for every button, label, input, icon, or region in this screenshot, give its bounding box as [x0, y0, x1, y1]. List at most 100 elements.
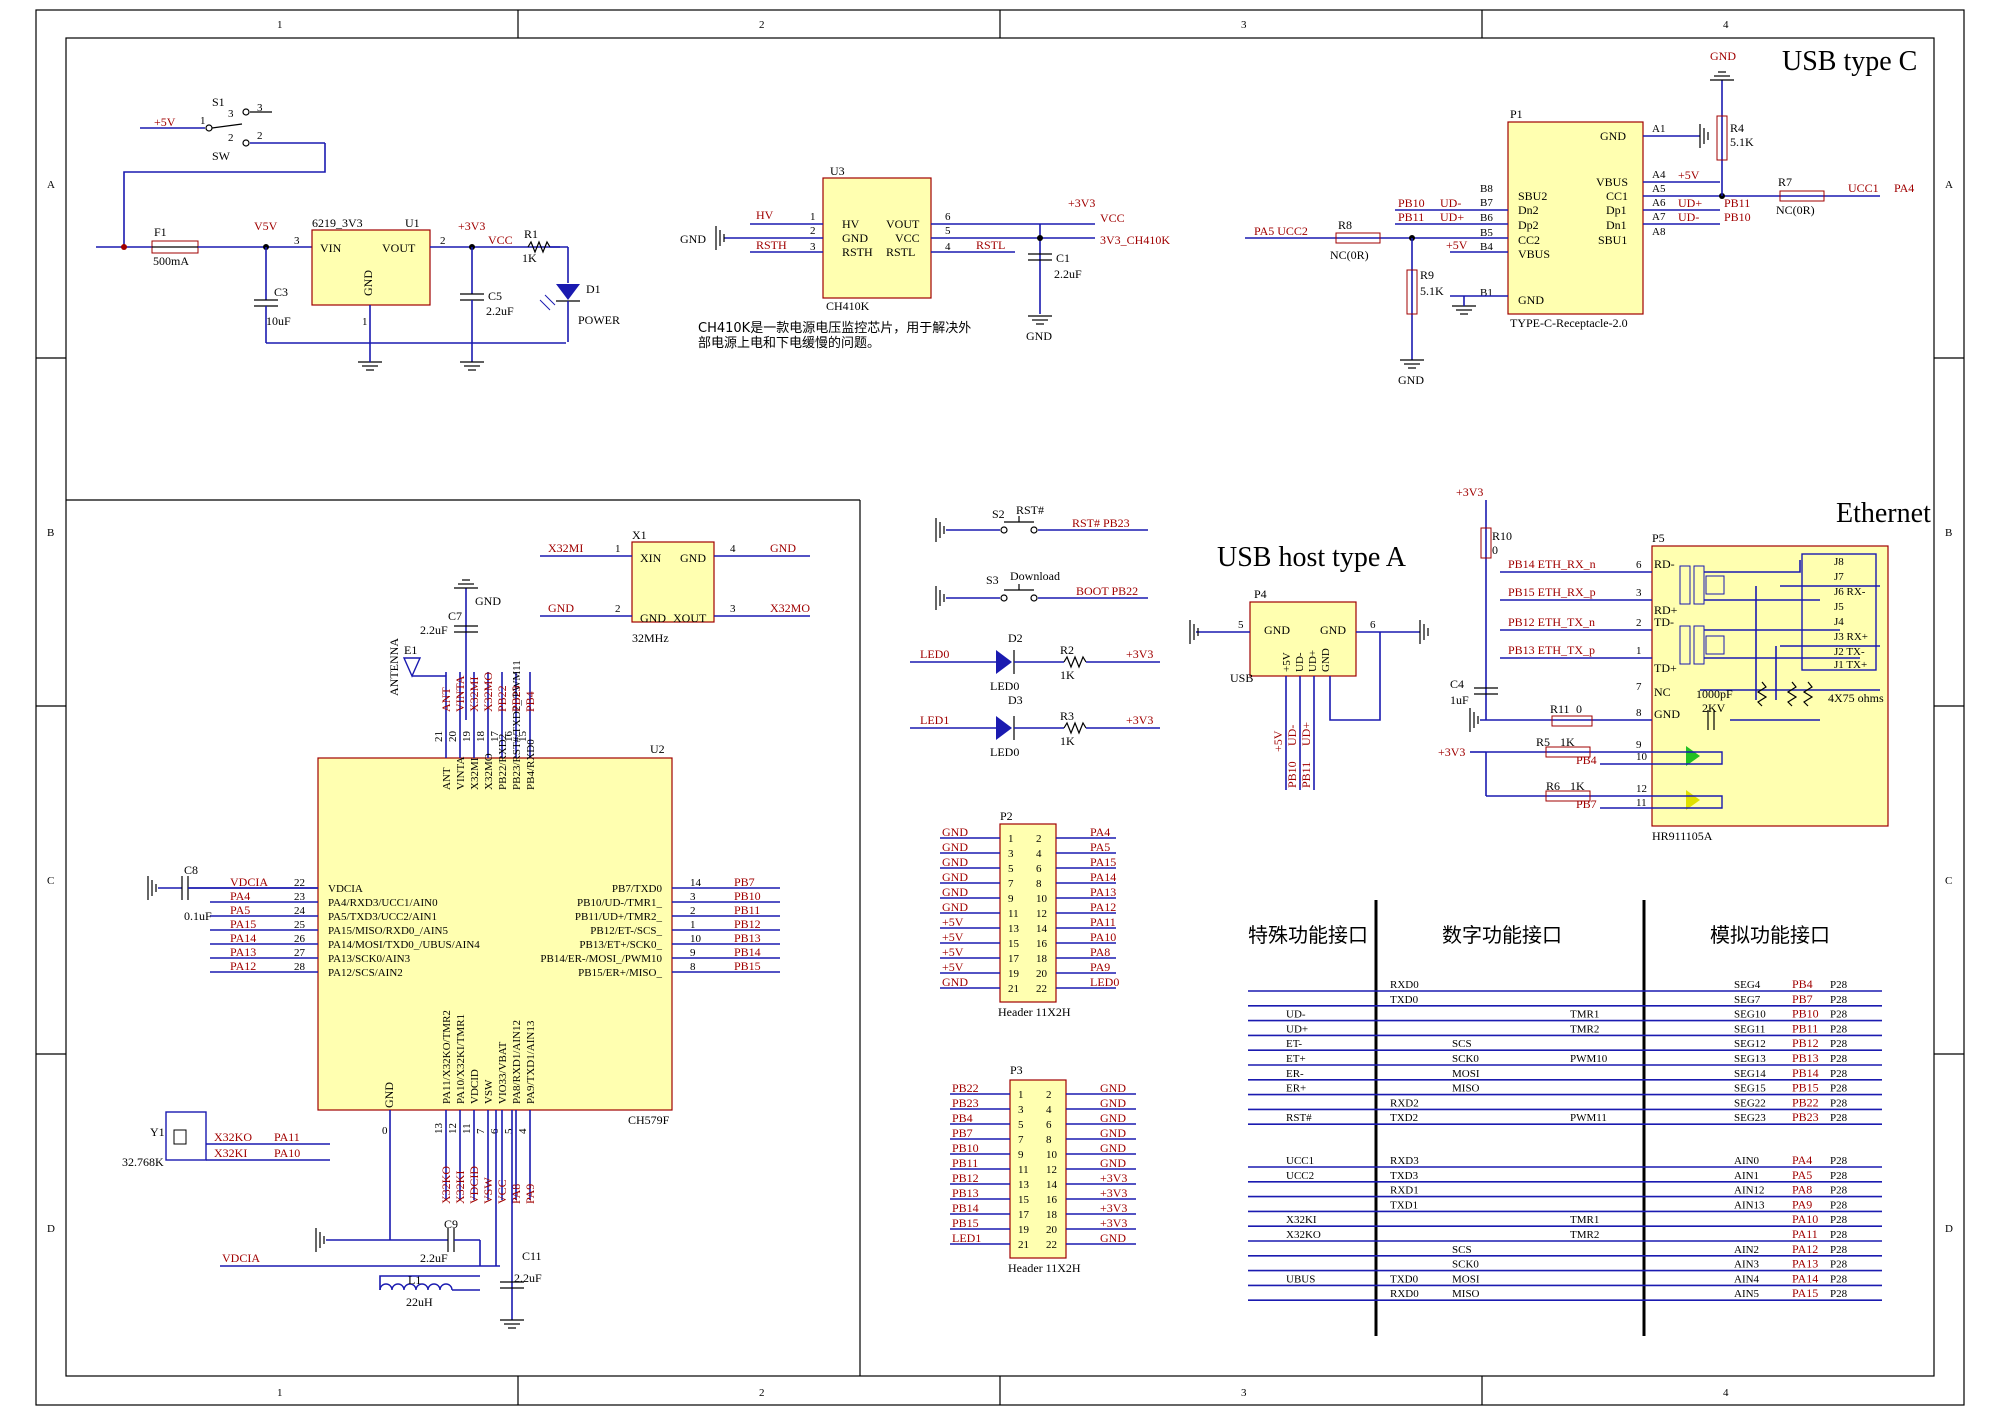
- table-cell: UBUS: [1286, 1273, 1315, 1285]
- usb-host-title: USB host type A: [1217, 542, 1407, 573]
- table-cell: RXD1: [1390, 1185, 1419, 1197]
- u2-right-pin: PB12/ET-/SCS_: [590, 925, 662, 937]
- table-cell: SEG14: [1734, 1068, 1766, 1080]
- eth-pin-num: 10: [1636, 751, 1648, 763]
- table-cell: P28: [1830, 979, 1848, 991]
- p3-lnet: PB15: [952, 1216, 979, 1230]
- u2-ref: U2: [650, 742, 665, 756]
- l1-value: 22uH: [406, 1295, 433, 1309]
- eth-pin-num: 12: [1636, 783, 1647, 795]
- s1-pin2b: 2: [257, 130, 263, 142]
- p1-dp2: Dp2: [1518, 218, 1539, 232]
- r7-value: NC(0R): [1776, 203, 1815, 217]
- p1-gnd-l: GND: [1518, 293, 1544, 307]
- p4-udp: UD+: [1307, 650, 1319, 672]
- table-cell: SEG15: [1734, 1083, 1766, 1095]
- u2-left-num: 22: [294, 877, 305, 889]
- table-cell: X32KO: [1286, 1229, 1321, 1241]
- p2-lnum: 17: [1008, 953, 1020, 965]
- u2-left-pin: PA14/MOSI/TXD0_/UBUS/AIN4: [328, 939, 480, 951]
- p3-rnum: 12: [1046, 1164, 1057, 1176]
- p5-rj45: [1651, 545, 1889, 827]
- p2-lnum: 19: [1008, 968, 1020, 980]
- u2-gnd-pin: GND: [382, 1082, 396, 1108]
- p3-rnet: GND: [1100, 1111, 1126, 1125]
- table-cell: UCC2: [1286, 1170, 1314, 1182]
- u2-right-net: PB7: [734, 875, 755, 889]
- p3-lnet: PB11: [952, 1156, 978, 1170]
- p4-net-5v: +5V: [1271, 730, 1285, 752]
- mcu-pins: ANT21ANTVINTA20VINTAX32MI19X32MIX32MO18X…: [188, 660, 780, 1204]
- p3-lnum: 9: [1018, 1149, 1024, 1161]
- eth-pin-num: 8: [1636, 707, 1642, 719]
- u2-right-num: 1: [690, 919, 696, 931]
- d2-ref: D2: [1008, 631, 1023, 645]
- p1-b4: B4: [1480, 241, 1493, 253]
- u2-left-num: 26: [294, 933, 306, 945]
- u2-left-net: PA15: [230, 917, 256, 931]
- u2-right-pin: PB13/ET+/SCK0_: [579, 939, 662, 951]
- u2-top-num: 15: [517, 731, 529, 743]
- s1-net: +5V: [154, 115, 176, 129]
- p3-rnet: GND: [1100, 1156, 1126, 1170]
- table-cell: SEG11: [1734, 1023, 1765, 1035]
- eth-net-rxp: PB15 ETH_RX_p: [1508, 585, 1596, 599]
- border-row-left: C: [47, 875, 54, 887]
- u2-bottom-net: VCC: [495, 1179, 509, 1204]
- u2-left-net: PA14: [230, 931, 256, 945]
- s2-label: RST#: [1016, 503, 1044, 517]
- u2-left-net: PA4: [230, 889, 250, 903]
- u2-top-pin: X32MI: [469, 757, 481, 790]
- c11-value: 2.2uF: [514, 1271, 542, 1285]
- eth-j2: J2 TX-: [1834, 646, 1865, 658]
- c4-ref: C4: [1450, 677, 1464, 691]
- p1-net-pa4: PA4: [1894, 181, 1914, 195]
- u2-top-num: 18: [475, 731, 487, 743]
- x1-gnd2: GND: [640, 611, 666, 625]
- u2-bottom-num: 11: [461, 1123, 473, 1134]
- p1-dp1: Dp1: [1606, 203, 1627, 217]
- p3-lnum: 21: [1018, 1239, 1029, 1251]
- p3-lnum: 11: [1018, 1164, 1029, 1176]
- u2-left-pin: PA12/SCS/AIN2: [328, 967, 403, 979]
- p1-net-pb11-r: PB11: [1724, 196, 1750, 210]
- p4-net-pb11: PB11: [1299, 762, 1313, 788]
- eth-j5: J5: [1834, 601, 1844, 613]
- u2-top-num: 17: [489, 731, 501, 743]
- p3-rnet: GND: [1100, 1231, 1126, 1245]
- u1-pin3: 3: [294, 235, 300, 247]
- table-cell: P28: [1830, 1023, 1848, 1035]
- e1-label: ANTENNA: [387, 638, 401, 696]
- table-cell: P28: [1830, 1273, 1848, 1285]
- eth-j3: J3 RX+: [1834, 631, 1868, 643]
- x1-xin: XIN: [640, 551, 662, 565]
- eth-pin-num: 11: [1636, 797, 1647, 809]
- d3-net: LED1: [920, 713, 949, 727]
- p3-rnum: 4: [1046, 1104, 1052, 1116]
- u1-gnd: GND: [361, 270, 375, 296]
- p3-rnet: GND: [1100, 1141, 1126, 1155]
- buttons-section: S2 RST# RST# PB23 S3 Download BOOT PB22 …: [910, 503, 1160, 759]
- u3-ref: U3: [830, 164, 845, 178]
- u2-top-num: 20: [447, 731, 459, 743]
- table-cell: P28: [1830, 1259, 1848, 1271]
- u2-right-num: 10: [690, 933, 702, 945]
- s1-pin2: 2: [228, 132, 234, 144]
- d3-value: LED0: [990, 745, 1019, 759]
- p3-rnet: GND: [1100, 1126, 1126, 1140]
- u3-n5: 5: [945, 225, 951, 237]
- f1-value: 500mA: [153, 254, 189, 268]
- u2-top-net: X32MI: [467, 677, 481, 712]
- u2-bottom-num: 6: [489, 1128, 501, 1134]
- table-cell: PA12: [1792, 1242, 1818, 1256]
- border-col-bottom: 4: [1723, 1387, 1729, 1399]
- r5-ref: R5: [1536, 735, 1550, 749]
- border-row-left: B: [47, 527, 54, 539]
- p1-dn1: Dn1: [1606, 218, 1627, 232]
- eth-j4: J4: [1834, 616, 1844, 628]
- ethernet-title: Ethernet: [1836, 498, 1931, 529]
- x1-section: X1 32MHz XIN GND GND XOUT 1 4 2 3 X32MI …: [540, 528, 810, 645]
- x1-n2: 2: [615, 603, 621, 615]
- p2-lnum: 21: [1008, 983, 1019, 995]
